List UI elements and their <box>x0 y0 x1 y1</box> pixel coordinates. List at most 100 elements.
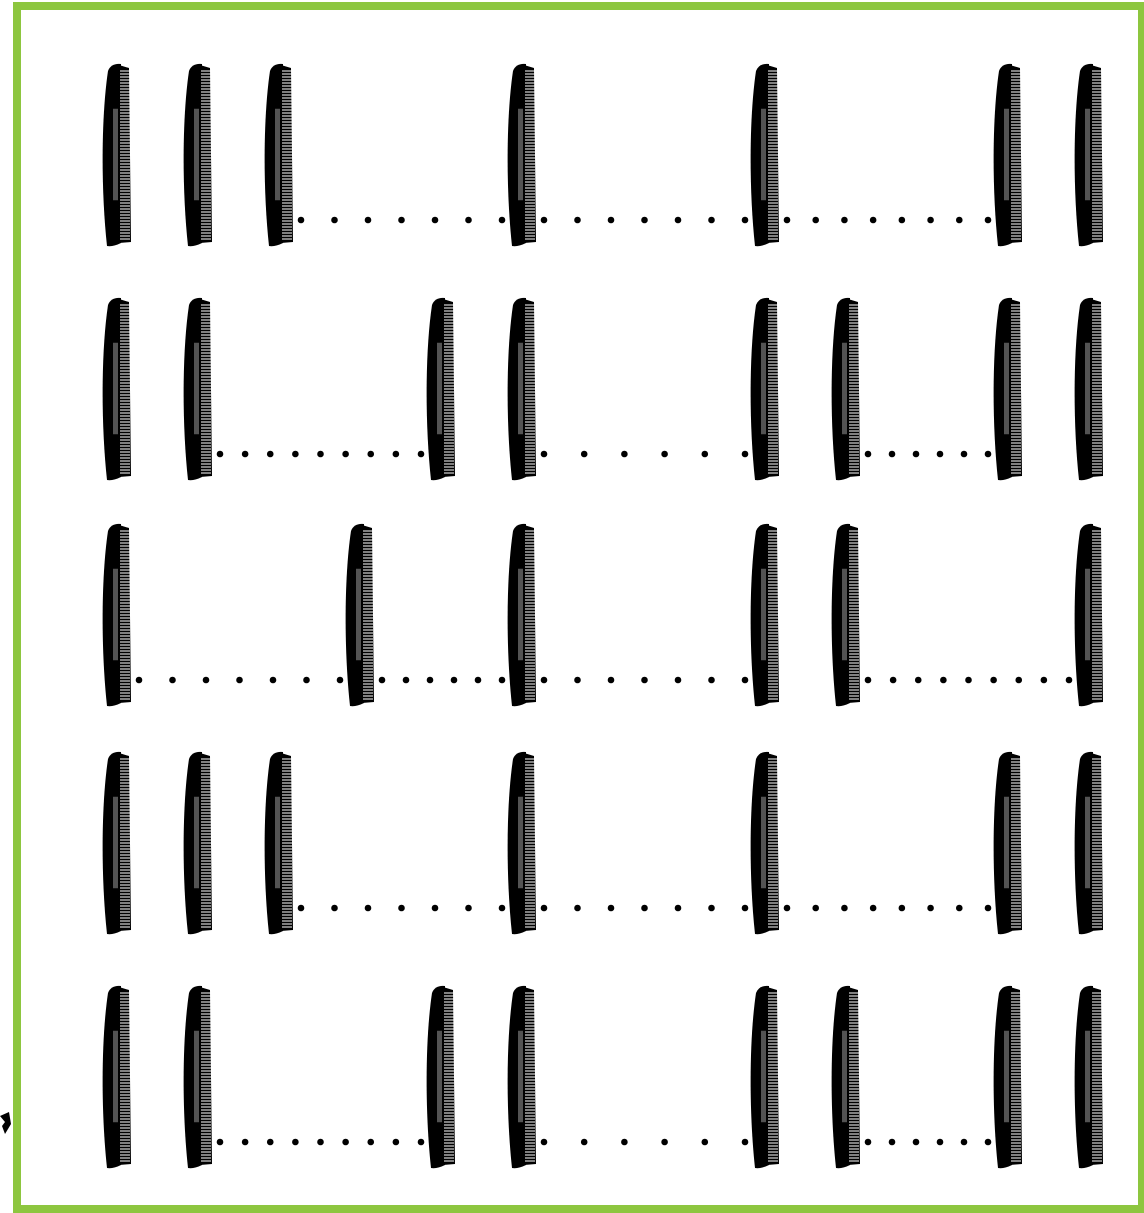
dot-icon-r2-g3-2 <box>889 451 896 458</box>
comb-icon-r2-c6 <box>832 298 860 480</box>
comb-icon-r3-c5 <box>832 524 860 706</box>
dot-icon-r5-g1-4 <box>292 1139 299 1146</box>
comb-icon-r2-c4 <box>508 298 536 480</box>
dot-icon-r4-g1-2 <box>331 905 338 912</box>
comb-icon-r1-c5 <box>751 64 779 246</box>
comb-icon-r5-c1 <box>103 986 131 1168</box>
dot-icon-r3-g2-3 <box>427 677 434 684</box>
comb-icon-r2-c1 <box>103 298 131 480</box>
dot-icon-r5-g3-1 <box>865 1139 872 1146</box>
comb-icon-r5-c8 <box>1075 986 1103 1168</box>
dot-icon-r4-g2-4 <box>641 905 648 912</box>
comb-icon-r5-c2 <box>184 986 212 1168</box>
dot-icon-r2-g1-9 <box>418 451 425 458</box>
dot-icon-r3-g1-3 <box>203 677 210 684</box>
dot-icon-r3-g3-4 <box>641 677 648 684</box>
dot-icon-r1-g2-4 <box>641 217 648 224</box>
comb-icon-r5-c7 <box>994 986 1022 1168</box>
dot-icon-r1-g3-6 <box>927 217 934 224</box>
dot-icon-r2-g1-4 <box>292 451 299 458</box>
dot-icon-r3-g3-3 <box>608 677 615 684</box>
dot-icon-r5-g3-5 <box>961 1139 968 1146</box>
dot-icon-r1-g2-7 <box>742 217 749 224</box>
dot-icon-r4-g1-7 <box>499 905 506 912</box>
dot-icon-r3-g1-7 <box>337 677 344 684</box>
dot-icon-r5-g1-2 <box>242 1139 249 1146</box>
dot-icon-r1-g3-7 <box>956 217 963 224</box>
dot-icon-r4-g3-8 <box>985 905 992 912</box>
dot-icon-r5-g2-4 <box>661 1139 668 1146</box>
dot-icon-r3-g2-1 <box>379 677 386 684</box>
dot-icon-r4-g2-3 <box>608 905 615 912</box>
dot-icon-r3-g3-2 <box>574 677 581 684</box>
comb-icon-r2-c7 <box>994 298 1022 480</box>
dot-icon-r2-g1-1 <box>217 451 224 458</box>
comb-icon-r4-c3 <box>265 752 293 934</box>
dot-icon-r1-g3-5 <box>899 217 906 224</box>
dot-icon-r2-g2-6 <box>742 451 749 458</box>
dot-icon-r2-g3-4 <box>937 451 944 458</box>
dot-icon-r4-g3-5 <box>899 905 906 912</box>
comb-icon-r5-c4 <box>508 986 536 1168</box>
dot-icon-r2-g3-5 <box>961 451 968 458</box>
dot-icon-r2-g3-1 <box>865 451 872 458</box>
dot-icon-r3-g4-1 <box>865 677 872 684</box>
dot-icon-r1-g2-5 <box>675 217 682 224</box>
comb-icon-r2-c3 <box>427 298 455 480</box>
dot-icon-r2-g1-8 <box>393 451 400 458</box>
dot-icon-r5-g1-8 <box>393 1139 400 1146</box>
dot-icon-r4-g3-4 <box>870 905 877 912</box>
comb-icon-r4-c7 <box>1075 752 1103 934</box>
dot-icon-r1-g2-2 <box>574 217 581 224</box>
dot-icon-r5-g3-3 <box>913 1139 920 1146</box>
comb-icon-r3-c1 <box>103 524 131 706</box>
dot-icon-r5-g1-9 <box>418 1139 425 1146</box>
dot-icon-r4-g3-3 <box>841 905 848 912</box>
dot-icon-r3-g1-5 <box>270 677 277 684</box>
dot-icon-r3-g4-2 <box>890 677 897 684</box>
dot-icon-r3-g1-2 <box>169 677 176 684</box>
dot-icon-r4-g2-5 <box>675 905 682 912</box>
dot-icon-r5-g3-4 <box>937 1139 944 1146</box>
dot-icon-r4-g3-1 <box>784 905 791 912</box>
dot-icon-r3-g4-7 <box>1015 677 1022 684</box>
dot-icon-r4-g3-7 <box>956 905 963 912</box>
dot-icon-r4-g2-1 <box>541 905 548 912</box>
dot-icon-r1-g3-2 <box>812 217 819 224</box>
dot-icon-r3-g3-1 <box>541 677 548 684</box>
dot-icon-r3-g2-4 <box>451 677 458 684</box>
comb-icon-r1-c3 <box>265 64 293 246</box>
comb-icon-r4-c2 <box>184 752 212 934</box>
dot-icon-r1-g1-3 <box>365 217 372 224</box>
dot-icon-r1-g1-1 <box>298 217 305 224</box>
dot-icon-r2-g1-2 <box>242 451 249 458</box>
dot-icon-r3-g3-5 <box>675 677 682 684</box>
dot-icon-r2-g1-7 <box>367 451 374 458</box>
comb-icon-r3-c3 <box>508 524 536 706</box>
dot-icon-r2-g3-6 <box>985 451 992 458</box>
comb-icon-r4-c1 <box>103 752 131 934</box>
dot-icon-r1-g1-2 <box>331 217 338 224</box>
dot-icon-r3-g2-2 <box>403 677 410 684</box>
comb-icon-r5-c6 <box>832 986 860 1168</box>
comb-icon-r5-c3 <box>427 986 455 1168</box>
comb-icon-r2-c5 <box>751 298 779 480</box>
dot-icon-r2-g2-5 <box>702 451 709 458</box>
comb-icon-r1-c2 <box>184 64 212 246</box>
dot-icon-r1-g2-1 <box>541 217 548 224</box>
comb-icon-r4-c6 <box>994 752 1022 934</box>
dot-icon-r4-g3-6 <box>927 905 934 912</box>
dot-icon-r4-g1-1 <box>298 905 305 912</box>
dot-icon-r5-g2-1 <box>541 1139 548 1146</box>
dot-icon-r1-g2-3 <box>608 217 615 224</box>
dot-icon-r2-g2-1 <box>541 451 548 458</box>
dot-icon-r5-g1-7 <box>367 1139 374 1146</box>
dot-icon-r1-g3-1 <box>784 217 791 224</box>
dot-icon-r4-g3-2 <box>812 905 819 912</box>
comb-icon-r3-c6 <box>1075 524 1103 706</box>
dot-icon-r5-g1-1 <box>217 1139 224 1146</box>
dot-icon-r3-g1-4 <box>236 677 243 684</box>
dot-icon-r4-g2-2 <box>574 905 581 912</box>
dot-icon-r4-g2-6 <box>708 905 715 912</box>
